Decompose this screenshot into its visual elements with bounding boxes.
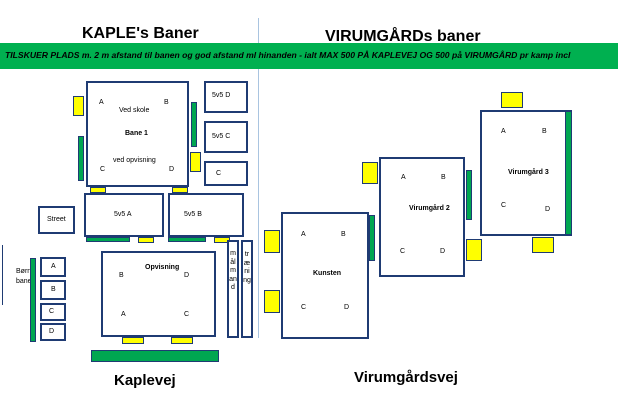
- virum-2-d: D: [440, 248, 446, 255]
- street-field: [38, 206, 75, 234]
- bane-1-b: B: [164, 99, 169, 106]
- bornebane-bracket: [2, 245, 6, 305]
- bane-1-field: [86, 81, 189, 187]
- opvisning-a: A: [121, 311, 126, 318]
- bane-1-c: C: [100, 166, 106, 173]
- bane-1-spectator-right: [191, 102, 197, 147]
- kunsten-c: C: [301, 304, 307, 311]
- field-5v5-d-label: 5v5 D: [212, 92, 231, 99]
- opvisning-c: C: [184, 311, 190, 318]
- opvisning-b: B: [119, 272, 124, 279]
- kunsten-spectator: [369, 215, 375, 261]
- kunsten-name: Kunsten: [313, 270, 341, 277]
- field-5v5-a-spectator: [86, 237, 130, 242]
- field-5v5-d: [204, 81, 248, 113]
- virum-3-c: C: [501, 202, 507, 209]
- virum-3-goal-bottom: [532, 237, 554, 253]
- virum-3-field: [480, 110, 572, 236]
- traening-field: [241, 240, 253, 338]
- virum-3-d: D: [545, 206, 551, 213]
- bornebane-label-1: Børn: [16, 268, 32, 275]
- virum-2-c: C: [400, 248, 406, 255]
- spectator-banner: TILSKUER PLADS m. 2 m afstand til banen …: [0, 43, 618, 69]
- field-5v5-c-label: 5v5 C: [212, 133, 231, 140]
- virum-2-goal-top: [362, 162, 378, 184]
- field-5v5-b-goal-top: [172, 187, 188, 193]
- bornebane-c: [40, 303, 66, 321]
- opvisning-name: Opvisning: [145, 264, 180, 271]
- field-5v5-b-label: 5v5 B: [184, 211, 202, 218]
- kaplevej-label: Kaplevej: [114, 372, 176, 389]
- bornebane-d-label: D: [49, 328, 55, 335]
- kunsten-b: B: [341, 231, 346, 238]
- bornebane-b-label: B: [51, 286, 56, 293]
- kunsten-a: A: [301, 231, 306, 238]
- opvisning-spectator: [91, 350, 219, 362]
- kunsten-d: D: [344, 304, 350, 311]
- field-c-label: C: [216, 170, 222, 177]
- virumgaardsvej-label: Virumgårdsvej: [354, 369, 458, 386]
- virum-2-spectator: [466, 170, 472, 220]
- field-5v5-a-goal-top: [90, 187, 106, 193]
- kunsten-field: [281, 212, 369, 339]
- virum-2-a: A: [401, 174, 406, 181]
- virum-title: VIRUMGÅRDs baner: [325, 28, 481, 45]
- kaple-title: KAPLE's Baner: [82, 25, 199, 42]
- virum-3-spectator: [565, 111, 572, 235]
- opvisning-goal-right: [171, 337, 193, 344]
- bornebane-d: [40, 323, 66, 341]
- field-5v5-b-spectator: [168, 237, 206, 242]
- bane-1-a: A: [99, 99, 104, 106]
- bornebane-b: [40, 280, 66, 300]
- opvisning-field: [101, 251, 216, 337]
- virum-2-b: B: [441, 174, 446, 181]
- field-5v5-c: [204, 121, 248, 153]
- maalmand-field: [227, 240, 239, 338]
- field-5v5-b: [168, 193, 244, 237]
- virum-3-goal-top: [501, 92, 523, 108]
- maalmand-label: målmand: [229, 250, 237, 291]
- field-5v5-a: [84, 193, 164, 237]
- bane-1-goal-top: [73, 96, 84, 116]
- bane-1-goal-bottom: [190, 152, 201, 172]
- bane-1-bottom-label: ved opvisning: [113, 157, 156, 164]
- bane-1-spectator-left: [78, 136, 84, 181]
- bane-1-d: D: [169, 166, 175, 173]
- bornebane-label-2: bane: [16, 278, 32, 285]
- bane-1-name: Bane 1: [125, 130, 148, 137]
- opvisning-goal-left: [122, 337, 144, 344]
- virum-2-name: Virumgård 2: [409, 205, 450, 212]
- virum-3-name: Virumgård 3: [508, 169, 549, 176]
- bornebane-spectator: [30, 258, 36, 342]
- kunsten-goal-top: [264, 230, 280, 253]
- opvisning-d: D: [184, 272, 190, 279]
- bornebane-a-label: A: [51, 263, 56, 270]
- banner-text: TILSKUER PLADS m. 2 m afstand til banen …: [5, 50, 571, 60]
- bornebane-a: [40, 257, 66, 277]
- bane-1-top-label: Ved skole: [119, 107, 150, 114]
- kunsten-goal-bottom: [264, 290, 280, 313]
- street-label: Street: [47, 216, 66, 223]
- bornebane-c-label: C: [49, 308, 55, 315]
- virum-3-b: B: [542, 128, 547, 135]
- virum-2-field: [379, 157, 465, 277]
- field-5v5-a-goal-bottom: [138, 237, 154, 243]
- field-5v5-a-label: 5v5 A: [114, 211, 132, 218]
- virum-3-a: A: [501, 128, 506, 135]
- field-c: [204, 161, 248, 186]
- traening-label: træning: [243, 251, 251, 284]
- virum-2-goal-bottom: [466, 239, 482, 261]
- divider-line: [258, 18, 259, 338]
